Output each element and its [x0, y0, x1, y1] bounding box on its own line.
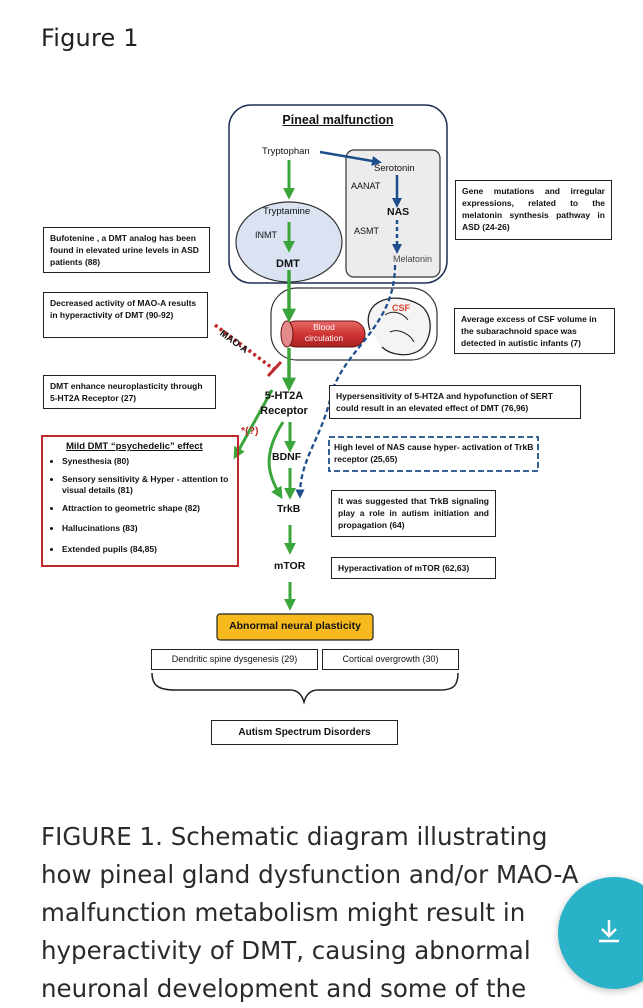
dmt-label: DMT: [276, 258, 300, 270]
effects-title: Mild DMT “psychedelic” effect: [66, 441, 203, 452]
melatonin-label: Melatonin: [393, 254, 433, 264]
mtor-hyper-box: Hyperactivation of mTOR (62,63): [331, 557, 496, 579]
mao-a-line: [213, 323, 277, 372]
trkb-signaling-box: It was suggested that TrkB signaling pla…: [331, 490, 496, 537]
aanat-label: AANAT: [351, 181, 381, 191]
asd-box: Autism Spectrum Disorders: [211, 720, 398, 745]
ht2a-label: 5-HT2A Receptor: [260, 390, 308, 417]
effects-list: Synesthesia (80) Sensory sensitivity & H…: [48, 456, 242, 555]
bdnf-label: BDNF: [272, 451, 302, 463]
mtor-label: mTOR: [274, 560, 306, 572]
arrow-q-trkb: [267, 421, 285, 500]
question-label: *(?): [241, 425, 259, 437]
effect-item: Hallucinations (83): [62, 523, 242, 535]
download-button[interactable]: [558, 877, 643, 989]
figure-caption: FIGURE 1. Schematic diagram illustrating…: [41, 822, 579, 1003]
effect-item: Synesthesia (80): [62, 456, 242, 468]
nas-level-text: High level of NAS cause hyper- activatio…: [334, 442, 534, 464]
dendritic-box: Dendritic spine dysgenesis (29): [151, 649, 318, 670]
csf-excess-box: Average excess of CSF volume in the suba…: [454, 308, 615, 354]
pineal-title: Pineal malfunction: [282, 113, 394, 127]
decreased-mao-box: Decreased activity of MAO-A results in h…: [43, 292, 208, 338]
csf-label: CSF: [392, 303, 410, 313]
plasticity-label: Abnormal neural plasticity: [229, 620, 361, 632]
serotonin-box: [345, 149, 441, 278]
tryptamine-label: Tryptamine: [263, 206, 311, 217]
nas-box-border: [328, 436, 539, 472]
figure-diagram: Pineal malfunction Tryptophan Serotonin …: [0, 100, 643, 760]
bufotenine-box: Bufotenine , a DMT analog has been found…: [43, 227, 210, 273]
blood-label: Blood circulation: [304, 322, 344, 343]
download-icon: [599, 920, 619, 943]
figure-heading: Figure 1: [41, 24, 139, 52]
plasticity-box: [216, 613, 374, 641]
cortical-box: Cortical overgrowth (30): [322, 649, 459, 670]
nas-label: NAS: [387, 206, 410, 218]
arrow-receptor-effect: [233, 389, 274, 460]
arrow-trp-ser: [319, 150, 382, 166]
effect-item: Attraction to geometric shape (82): [62, 503, 242, 515]
serotonin-label: Serotonin: [374, 163, 415, 174]
diagram-graphics: [41, 104, 539, 705]
effect-item: Sensory sensitivity & Hyper - attention …: [62, 474, 242, 497]
asmt-label: ASMT: [354, 226, 380, 236]
dmt-enhance-box: DMT enhance neuroplasticity through 5-HT…: [43, 375, 216, 409]
brace: [151, 672, 459, 705]
gene-mutations-box: Gene mutations and irregular expressions…: [455, 180, 612, 240]
effect-item: Extended pupils (84,85): [62, 544, 242, 556]
tryptophan-label: Tryptophan: [262, 146, 310, 157]
trkb-label: TrkB: [277, 503, 301, 515]
effect-box-border: [41, 435, 239, 567]
inmt-label: INMT: [255, 230, 277, 240]
hypersensitivity-box: Hypersensitivity of 5-HT2A and hypofunct…: [329, 385, 581, 419]
